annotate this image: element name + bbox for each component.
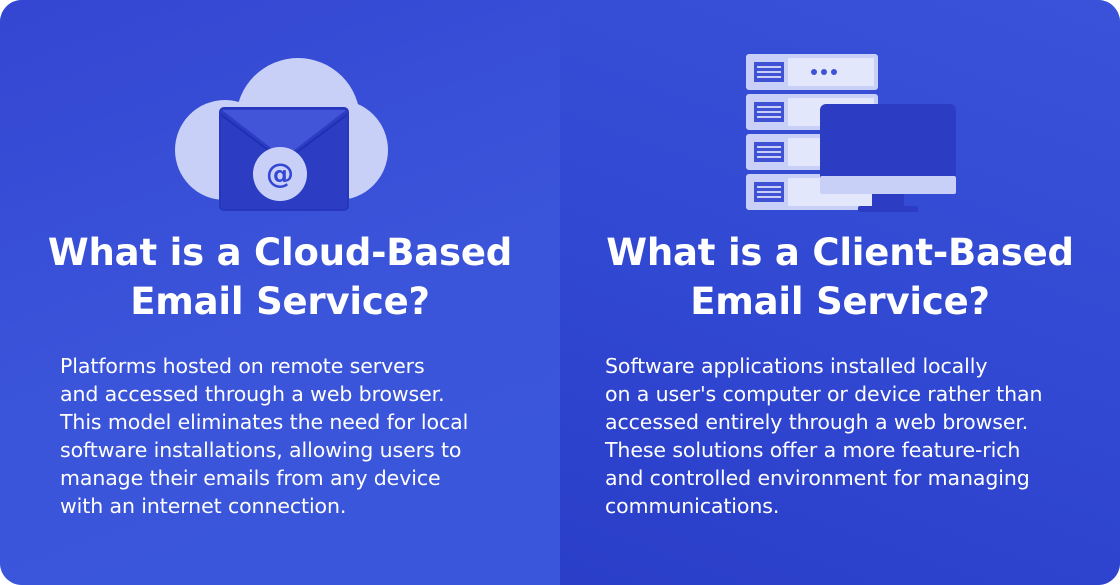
cloud-email-icon: @ — [170, 58, 390, 218]
description-line: communications. — [605, 494, 780, 518]
cloud-email-description: Platforms hosted on remote servers and a… — [60, 352, 540, 520]
client-email-panel: What is a Client-Based Email Service? So… — [560, 0, 1120, 585]
at-symbol: @ — [266, 157, 294, 190]
description-line: software installations, allowing users t… — [60, 438, 462, 462]
description-line: Platforms hosted on remote servers — [60, 354, 425, 378]
title-line: Email Service? — [690, 280, 990, 323]
cloud-email-title: What is a Cloud-Based Email Service? — [0, 228, 560, 326]
title-line: What is a Cloud-Based — [47, 231, 513, 274]
description-line: manage their emails from any device — [60, 466, 441, 490]
client-email-description: Software applications installed locally … — [605, 352, 1110, 520]
server-desktop-icon — [742, 50, 962, 220]
description-line: This model eliminates the need for local — [60, 410, 469, 434]
description-line: accessed entirely through a web browser. — [605, 410, 1029, 434]
cloud-email-panel: @ What is a Cloud-Based Email Service? P… — [0, 0, 560, 585]
description-line: Software applications installed locally — [605, 354, 988, 378]
monitor-icon — [820, 104, 956, 212]
description-line: with an internet connection. — [60, 494, 347, 518]
description-line: and controlled environment for managing — [605, 466, 1030, 490]
client-email-title: What is a Client-Based Email Service? — [560, 228, 1120, 326]
description-line: These solutions offer a more feature-ric… — [605, 438, 1021, 462]
title-line: Email Service? — [130, 280, 430, 323]
description-line: and accessed through a web browser. — [60, 382, 445, 406]
description-line: on a user's computer or device rather th… — [605, 382, 1043, 406]
title-line: What is a Client-Based — [606, 231, 1074, 274]
